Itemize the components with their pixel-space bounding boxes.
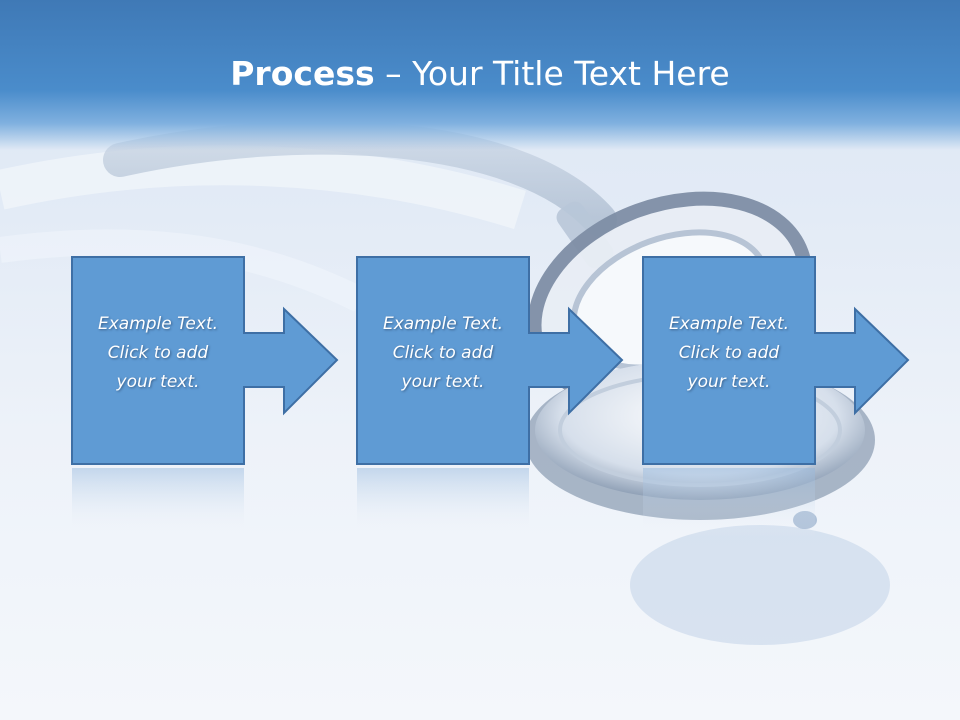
process-step-text-line3: your text. [687, 372, 771, 392]
process-step-shape-2[interactable] [356, 256, 624, 465]
process-step-text-line2: Click to add [392, 343, 494, 363]
process-step-text-line3: your text. [116, 372, 200, 392]
slide-title[interactable]: Process – Your Title Text Here [0, 52, 960, 96]
process-step-text-line1: Example Text. [668, 314, 790, 334]
process-step-reflection [357, 468, 529, 538]
process-step-reflection [643, 468, 815, 538]
process-step-text-line3: your text. [401, 372, 485, 392]
process-step-text-line1: Example Text. [97, 314, 219, 334]
process-step-text-2[interactable]: Example Text. Click to add your text. [357, 310, 529, 397]
process-step-reflection [72, 468, 244, 538]
process-step-text-line2: Click to add [107, 343, 209, 363]
process-step-shape-1[interactable] [71, 256, 339, 465]
process-step-text-line1: Example Text. [382, 314, 504, 334]
process-step-text-3[interactable]: Example Text. Click to add your text. [643, 310, 815, 397]
title-bar [0, 0, 960, 150]
slide-title-rest: – Your Title Text Here [374, 54, 730, 93]
process-step-shape-3[interactable] [642, 256, 910, 465]
slide-title-bold: Process [230, 54, 375, 93]
process-step-text-line2: Click to add [678, 343, 780, 363]
process-step-text-1[interactable]: Example Text. Click to add your text. [72, 310, 244, 397]
